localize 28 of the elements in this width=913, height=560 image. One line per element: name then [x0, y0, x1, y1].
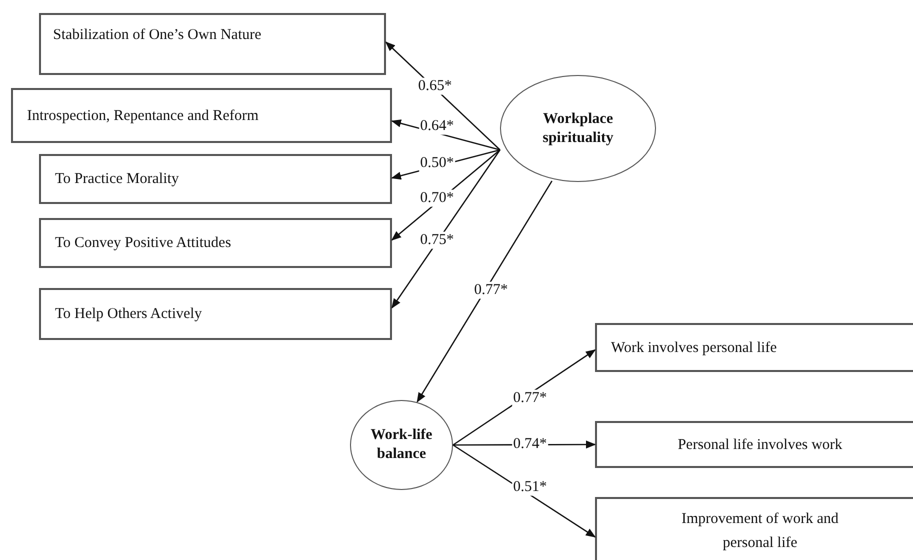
node-label: To Practice Morality: [55, 170, 179, 189]
node-label: Work involves personal life: [611, 338, 777, 358]
edge-label: 0.65*: [417, 78, 453, 94]
indicator-box: [11, 88, 392, 143]
indicator-box: [39, 218, 392, 268]
indicator-box: [595, 323, 913, 372]
node-label: Work-life balance: [370, 426, 434, 464]
edge-label: 0.77*: [512, 390, 548, 406]
node-label: Improvement of work and personal life: [680, 510, 840, 553]
indicator-box: [39, 154, 392, 204]
node-label: To Convey Positive Attitudes: [55, 234, 232, 253]
node-label: Workplace spirituality: [542, 110, 614, 148]
edge-label: 0.64*: [419, 118, 455, 134]
node-label: Stabilization of One’s Own Nature: [53, 26, 262, 45]
indicator-box: [39, 288, 392, 340]
edge-label: 0.77*: [473, 282, 509, 298]
arrow: [391, 150, 501, 309]
edge-label: 0.70*: [419, 190, 455, 206]
indicator-box: [595, 497, 913, 560]
arrow: [416, 180, 552, 403]
indicator-box: [595, 421, 913, 468]
edge-label: 0.51*: [512, 478, 548, 496]
node-label: Personal life involves work: [678, 436, 842, 454]
node-label: Introspection, Repentance and Reform: [27, 106, 259, 126]
indicator-box: [39, 13, 386, 75]
node-label: To Help Others Actively: [55, 305, 202, 324]
edge-label: 0.50*: [419, 154, 455, 172]
edge-label: 0.75*: [419, 232, 455, 248]
